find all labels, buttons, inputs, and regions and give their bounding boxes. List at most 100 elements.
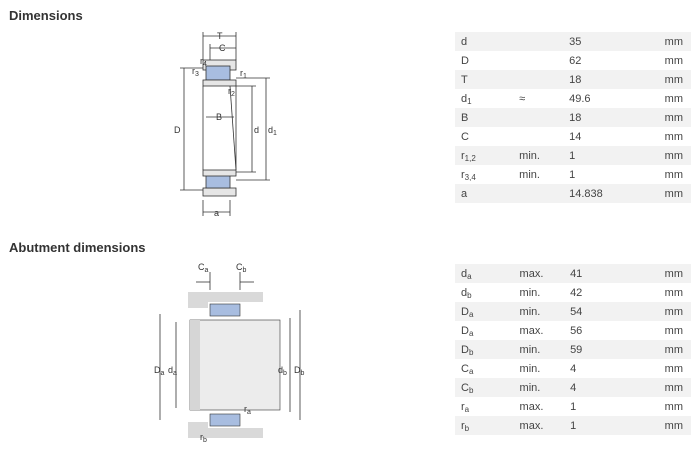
- table-row: Ca min. 4 mm: [455, 359, 691, 378]
- symbol-cell: D: [461, 54, 469, 67]
- symbol-cell: db: [461, 286, 472, 300]
- symbol-cell: r1,2: [455, 146, 514, 165]
- value-cell: 14: [569, 130, 582, 143]
- label-C: C: [219, 43, 226, 53]
- abutment-title: Abutment dimensions: [9, 240, 146, 255]
- label-Db: Db: [294, 365, 305, 377]
- label-a: a: [214, 208, 219, 218]
- symbol-cell: C: [461, 130, 469, 143]
- symbol-cell: r3,4: [461, 168, 476, 182]
- qualifier-cell: min.: [519, 286, 541, 299]
- unit-cell: mm: [650, 108, 691, 127]
- unit-cell: mm: [650, 146, 691, 165]
- qualifier-cell: [513, 127, 563, 146]
- label-d1: d1: [268, 125, 277, 137]
- qualifier-cell: min.: [519, 362, 541, 375]
- label-ra: ra: [244, 404, 251, 416]
- value-cell: 41: [564, 264, 650, 283]
- symbol-cell: Da: [461, 324, 474, 338]
- qualifier-cell: ≈: [519, 92, 526, 105]
- qualifier-cell: min.: [513, 378, 565, 397]
- value-cell: 54: [564, 302, 650, 321]
- unit-cell: mm: [664, 362, 683, 375]
- dimensions-title: Dimensions: [9, 8, 83, 23]
- qualifier-cell: [513, 51, 563, 70]
- label-Ca: Ca: [198, 262, 209, 274]
- label-db: db: [278, 365, 287, 377]
- unit-cell: mm: [649, 264, 691, 283]
- unit-cell: mm: [664, 400, 683, 413]
- qualifier-cell: max.: [513, 416, 565, 435]
- label-T: T: [217, 31, 223, 41]
- value-cell: 62: [569, 54, 582, 67]
- bearing-dimensions-diagram: T C r4 r3 r1 r2 B D d d1 a: [174, 31, 277, 218]
- qualifier-cell: min.: [513, 302, 565, 321]
- table-row: r3,4 min. 1 mm: [455, 165, 691, 184]
- label-r1: r1: [240, 68, 247, 80]
- qualifier-cell: max.: [519, 400, 544, 413]
- label-da: da: [168, 365, 177, 377]
- value-cell: 4: [564, 378, 650, 397]
- symbol-cell: d: [455, 32, 514, 51]
- qualifier-cell: [513, 108, 564, 127]
- value-cell: 4: [570, 362, 577, 375]
- symbol-cell: Db: [455, 340, 514, 359]
- value-cell: 14.838: [563, 184, 651, 203]
- value-cell: 35: [563, 32, 651, 51]
- label-Cb: Cb: [236, 262, 247, 274]
- unit-cell: mm: [649, 302, 691, 321]
- label-Da: Da: [154, 365, 165, 377]
- unit-cell: mm: [664, 92, 683, 105]
- unit-cell: mm: [664, 324, 683, 337]
- unit-cell: mm: [649, 416, 691, 435]
- unit-cell: mm: [650, 32, 691, 51]
- symbol-cell: a: [455, 184, 514, 203]
- symbol-cell: rb: [455, 416, 514, 435]
- qualifier-cell: [513, 70, 564, 89]
- value-cell: 18: [563, 70, 651, 89]
- unit-cell: mm: [649, 378, 691, 397]
- qualifier-cell: min.: [519, 168, 540, 181]
- label-r3: r3: [192, 66, 199, 78]
- symbol-cell: Ca: [461, 362, 474, 376]
- unit-cell: mm: [650, 184, 691, 203]
- value-cell: 1: [564, 416, 650, 435]
- qualifier-cell: [513, 32, 564, 51]
- value-cell: 59: [564, 340, 650, 359]
- table-row: db min. 42 mm: [455, 283, 691, 302]
- unit-cell: mm: [664, 286, 683, 299]
- qualifier-cell: max.: [513, 264, 565, 283]
- symbol-cell: T: [455, 70, 514, 89]
- value-cell: 1: [563, 146, 651, 165]
- label-D: D: [174, 125, 181, 135]
- value-cell: 1: [570, 400, 577, 413]
- qualifier-cell: [513, 184, 564, 203]
- symbol-cell: d1: [461, 92, 472, 106]
- table-row: Da max. 56 mm: [455, 321, 691, 340]
- label-rb: rb: [200, 432, 207, 444]
- label-r2: r2: [228, 86, 235, 98]
- value-cell: 56: [570, 324, 583, 337]
- unit-cell: mm: [650, 70, 691, 89]
- symbol-cell: da: [455, 264, 514, 283]
- qualifier-cell: max.: [519, 324, 544, 337]
- value-cell: 1: [569, 168, 576, 181]
- symbol-cell: Cb: [455, 378, 514, 397]
- label-d: d: [254, 125, 259, 135]
- value-cell: 42: [570, 286, 583, 299]
- unit-cell: mm: [664, 168, 683, 181]
